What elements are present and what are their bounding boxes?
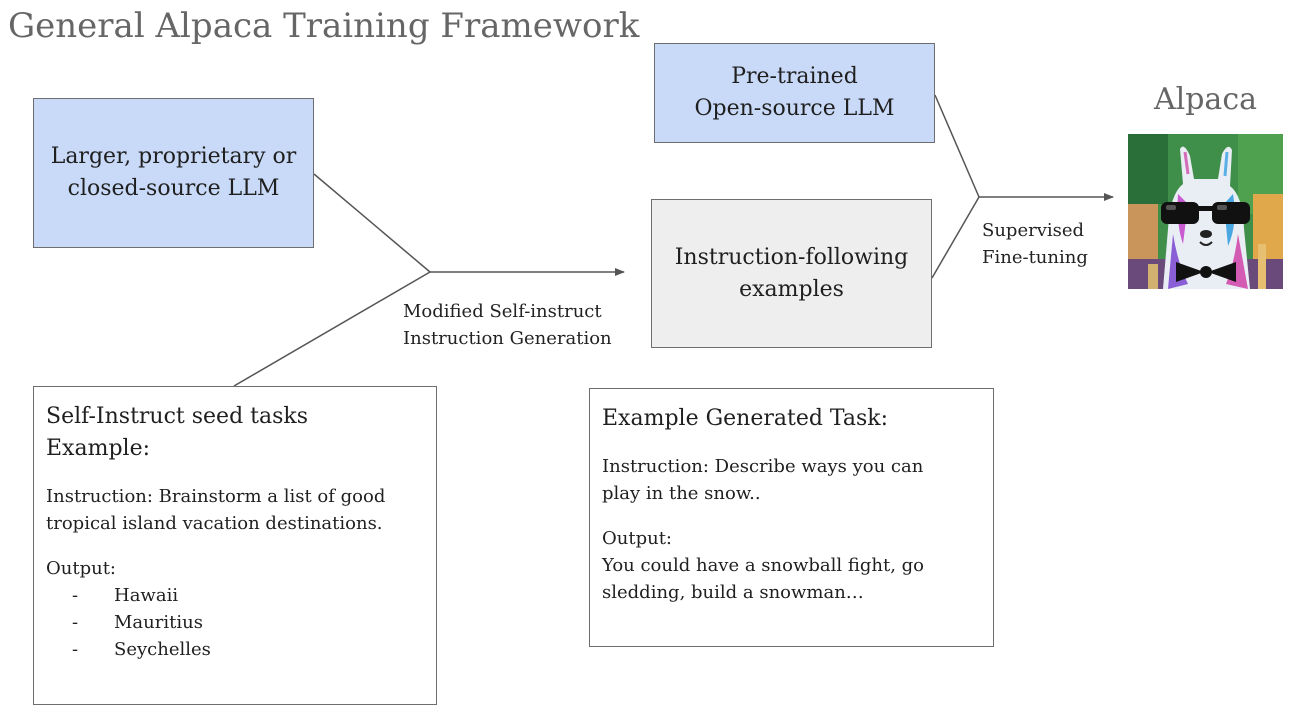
list-item-text: Mauritius <box>114 612 203 633</box>
proprietary-llm-line1: Larger, proprietary or <box>50 144 297 169</box>
generated-task-heading: Example Generated Task: <box>602 406 889 431</box>
list-item: - Hawaii <box>46 582 424 609</box>
instruction-examples-box: Instruction-following examples <box>651 199 932 348</box>
seed-output-label: Output: <box>46 558 116 579</box>
seed-tasks-subheading: Example: <box>46 436 150 461</box>
generated-output-label: Output: <box>602 528 672 549</box>
list-item-text: Seychelles <box>114 639 211 660</box>
alpaca-illustration <box>1128 134 1283 289</box>
instruction-examples-line2: examples <box>739 276 844 302</box>
pretrained-llm-line1: Pre-trained <box>731 64 858 89</box>
self-instruct-label-line2: Instruction Generation <box>403 328 612 349</box>
list-item: - Seychelles <box>46 636 424 663</box>
seed-tasks-box: Self-Instruct seed tasks Example: Instru… <box>33 386 437 705</box>
pretrained-llm-line2: Open-source LLM <box>694 96 895 121</box>
page-title: General Alpaca Training Framework <box>8 6 640 46</box>
list-item: - Mauritius <box>46 609 424 636</box>
seed-instruction-line1: Instruction: Brainstorm a list of good <box>46 486 386 507</box>
seed-instruction-line2: tropical island vacation destinations. <box>46 513 383 534</box>
seed-tasks-heading: Self-Instruct seed tasks <box>46 404 309 429</box>
generated-output-line2: sledding, build a snowman… <box>602 582 864 603</box>
generated-output-line1: You could have a snowball fight, go <box>602 555 925 576</box>
sft-label-line2: Fine-tuning <box>982 247 1088 268</box>
pretrained-llm-box: Pre-trained Open-source LLM <box>654 43 935 143</box>
alpaca-title: Alpaca <box>1153 82 1258 117</box>
connector-examples-to-merge <box>931 196 980 279</box>
generated-task-box: Example Generated Task: Instruction: Des… <box>589 388 994 647</box>
instruction-examples-line1: Instruction-following <box>674 244 909 270</box>
connector-llm-to-merge <box>313 173 431 273</box>
list-dash: - <box>72 612 79 633</box>
proprietary-llm-box: Larger, proprietary or closed-source LLM <box>33 98 314 248</box>
list-dash: - <box>72 585 79 606</box>
sft-label-line1: Supervised <box>982 220 1085 241</box>
list-dash: - <box>72 639 79 660</box>
generated-instruction-line1: Instruction: Describe ways you can <box>602 456 924 477</box>
connector-seed-to-merge <box>233 271 431 387</box>
generated-instruction-line2: play in the snow.. <box>602 483 761 504</box>
connector-pretrained-to-merge <box>934 94 980 198</box>
self-instruct-label-line1: Modified Self-instruct <box>403 301 602 322</box>
alpaca-image <box>1128 134 1283 289</box>
proprietary-llm-line2: closed-source LLM <box>67 176 280 201</box>
list-item-text: Hawaii <box>114 585 179 606</box>
